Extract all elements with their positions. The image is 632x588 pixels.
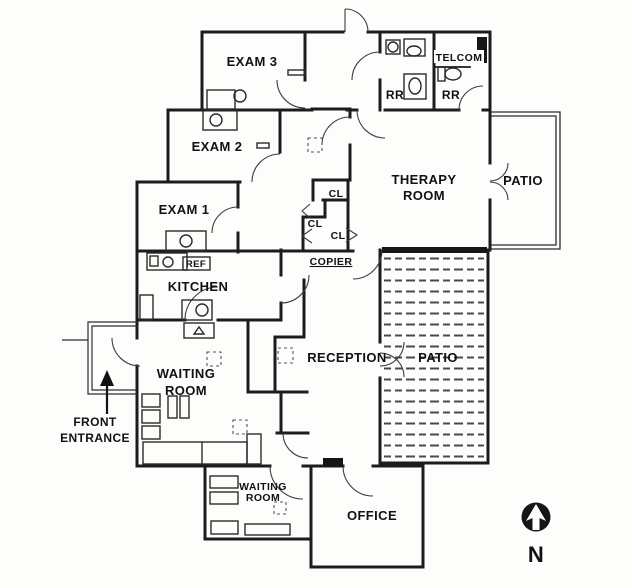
exam3-table: [206, 89, 236, 110]
exam2-sink: [209, 113, 223, 127]
label-telcom: TELCOM: [436, 52, 483, 64]
label-waiting-small-line2: ROOM: [246, 492, 280, 504]
door-arcs: [111, 8, 509, 500]
bench-icon: [210, 520, 239, 535]
walls: [135, 30, 492, 569]
fixtures: [139, 37, 487, 536]
floor-fixture: [273, 501, 287, 515]
floor-fixture: [307, 137, 323, 153]
toilet-icon: [408, 77, 422, 95]
bench-icon: [244, 523, 291, 536]
telcom-label-bg: [434, 50, 484, 63]
refrigerator-box: [182, 256, 211, 271]
label-waiting-room-line2: ROOM: [165, 383, 207, 398]
label-exam-2: EXAM 2: [192, 139, 243, 154]
exam2-shelf: [256, 142, 270, 149]
label-therapy-room-line2: ROOM: [403, 188, 445, 203]
chair-icon: [141, 393, 161, 408]
exam2-table: [202, 109, 238, 131]
kitchen-counter: [146, 252, 188, 271]
floor-fixture: [232, 419, 248, 435]
chair-icon: [141, 409, 161, 424]
toilet-icon: [444, 67, 462, 81]
exam1-sink: [179, 234, 193, 248]
label-rr-east: RR: [442, 88, 460, 102]
wall-cabinet: [323, 458, 343, 466]
floor-fixture: [206, 351, 222, 367]
label-closet-1: CL: [329, 188, 344, 200]
compass-north-icon: [521, 502, 551, 532]
chair-icon: [209, 491, 239, 505]
label-patio-lower: PATIO: [418, 350, 458, 365]
chair-icon: [141, 425, 161, 440]
label-refrigerator: REF: [186, 259, 206, 270]
label-closet-2: CL: [308, 218, 323, 230]
toilet-tank-icon: [437, 66, 446, 82]
magazine-rack: [167, 395, 178, 419]
fountain-triangle-icon: [192, 325, 206, 335]
kitchen-cabinet: [139, 294, 154, 321]
kitchen-counter-south: [181, 299, 213, 321]
floor-fixture: [277, 347, 294, 364]
label-exam-3: EXAM 3: [227, 54, 278, 69]
label-rr-west: RR: [386, 88, 404, 102]
exam1-counter: [165, 230, 207, 252]
exam3-shelf: [287, 69, 306, 76]
entrance-vestibule: [62, 321, 137, 395]
toilet-icon: [406, 45, 422, 57]
entrance-arrow-icon: [100, 370, 114, 414]
rr-west-counter: [403, 73, 427, 100]
rr-west-sink-bowl: [387, 41, 399, 53]
chair-icon: [209, 475, 239, 489]
label-front-entrance-line1: FRONT: [73, 415, 117, 429]
label-therapy-room-line1: THERAPY: [392, 172, 457, 187]
label-waiting-small-line1: WAITING: [239, 481, 287, 493]
kitchen-sink-south: [195, 303, 209, 317]
label-compass-north: N: [528, 542, 544, 567]
kitchen-appliance: [149, 255, 159, 267]
label-reception: RECEPTION: [307, 350, 386, 365]
patio-deck-hatch: [384, 254, 484, 460]
fountain-box: [183, 322, 215, 339]
label-copier: COPIER: [310, 256, 353, 268]
label-kitchen: KITCHEN: [168, 279, 229, 294]
label-closet-3: CL: [331, 230, 346, 242]
rr-west-sink: [385, 39, 401, 55]
label-waiting-room-line1: WAITING: [157, 366, 215, 381]
label-front-entrance-line2: ENTRANCE: [60, 431, 130, 445]
label-patio-upper: PATIO: [503, 173, 543, 188]
reception-counter: [142, 441, 248, 465]
kitchen-sink: [162, 256, 174, 268]
label-exam-1: EXAM 1: [159, 202, 210, 217]
patio-rail: [490, 111, 561, 250]
exam3-stool: [233, 89, 247, 103]
magazine-rack: [179, 395, 190, 419]
label-office: OFFICE: [347, 508, 397, 523]
reception-counter-return: [246, 433, 262, 465]
closet-bifold-icons: [301, 203, 359, 244]
